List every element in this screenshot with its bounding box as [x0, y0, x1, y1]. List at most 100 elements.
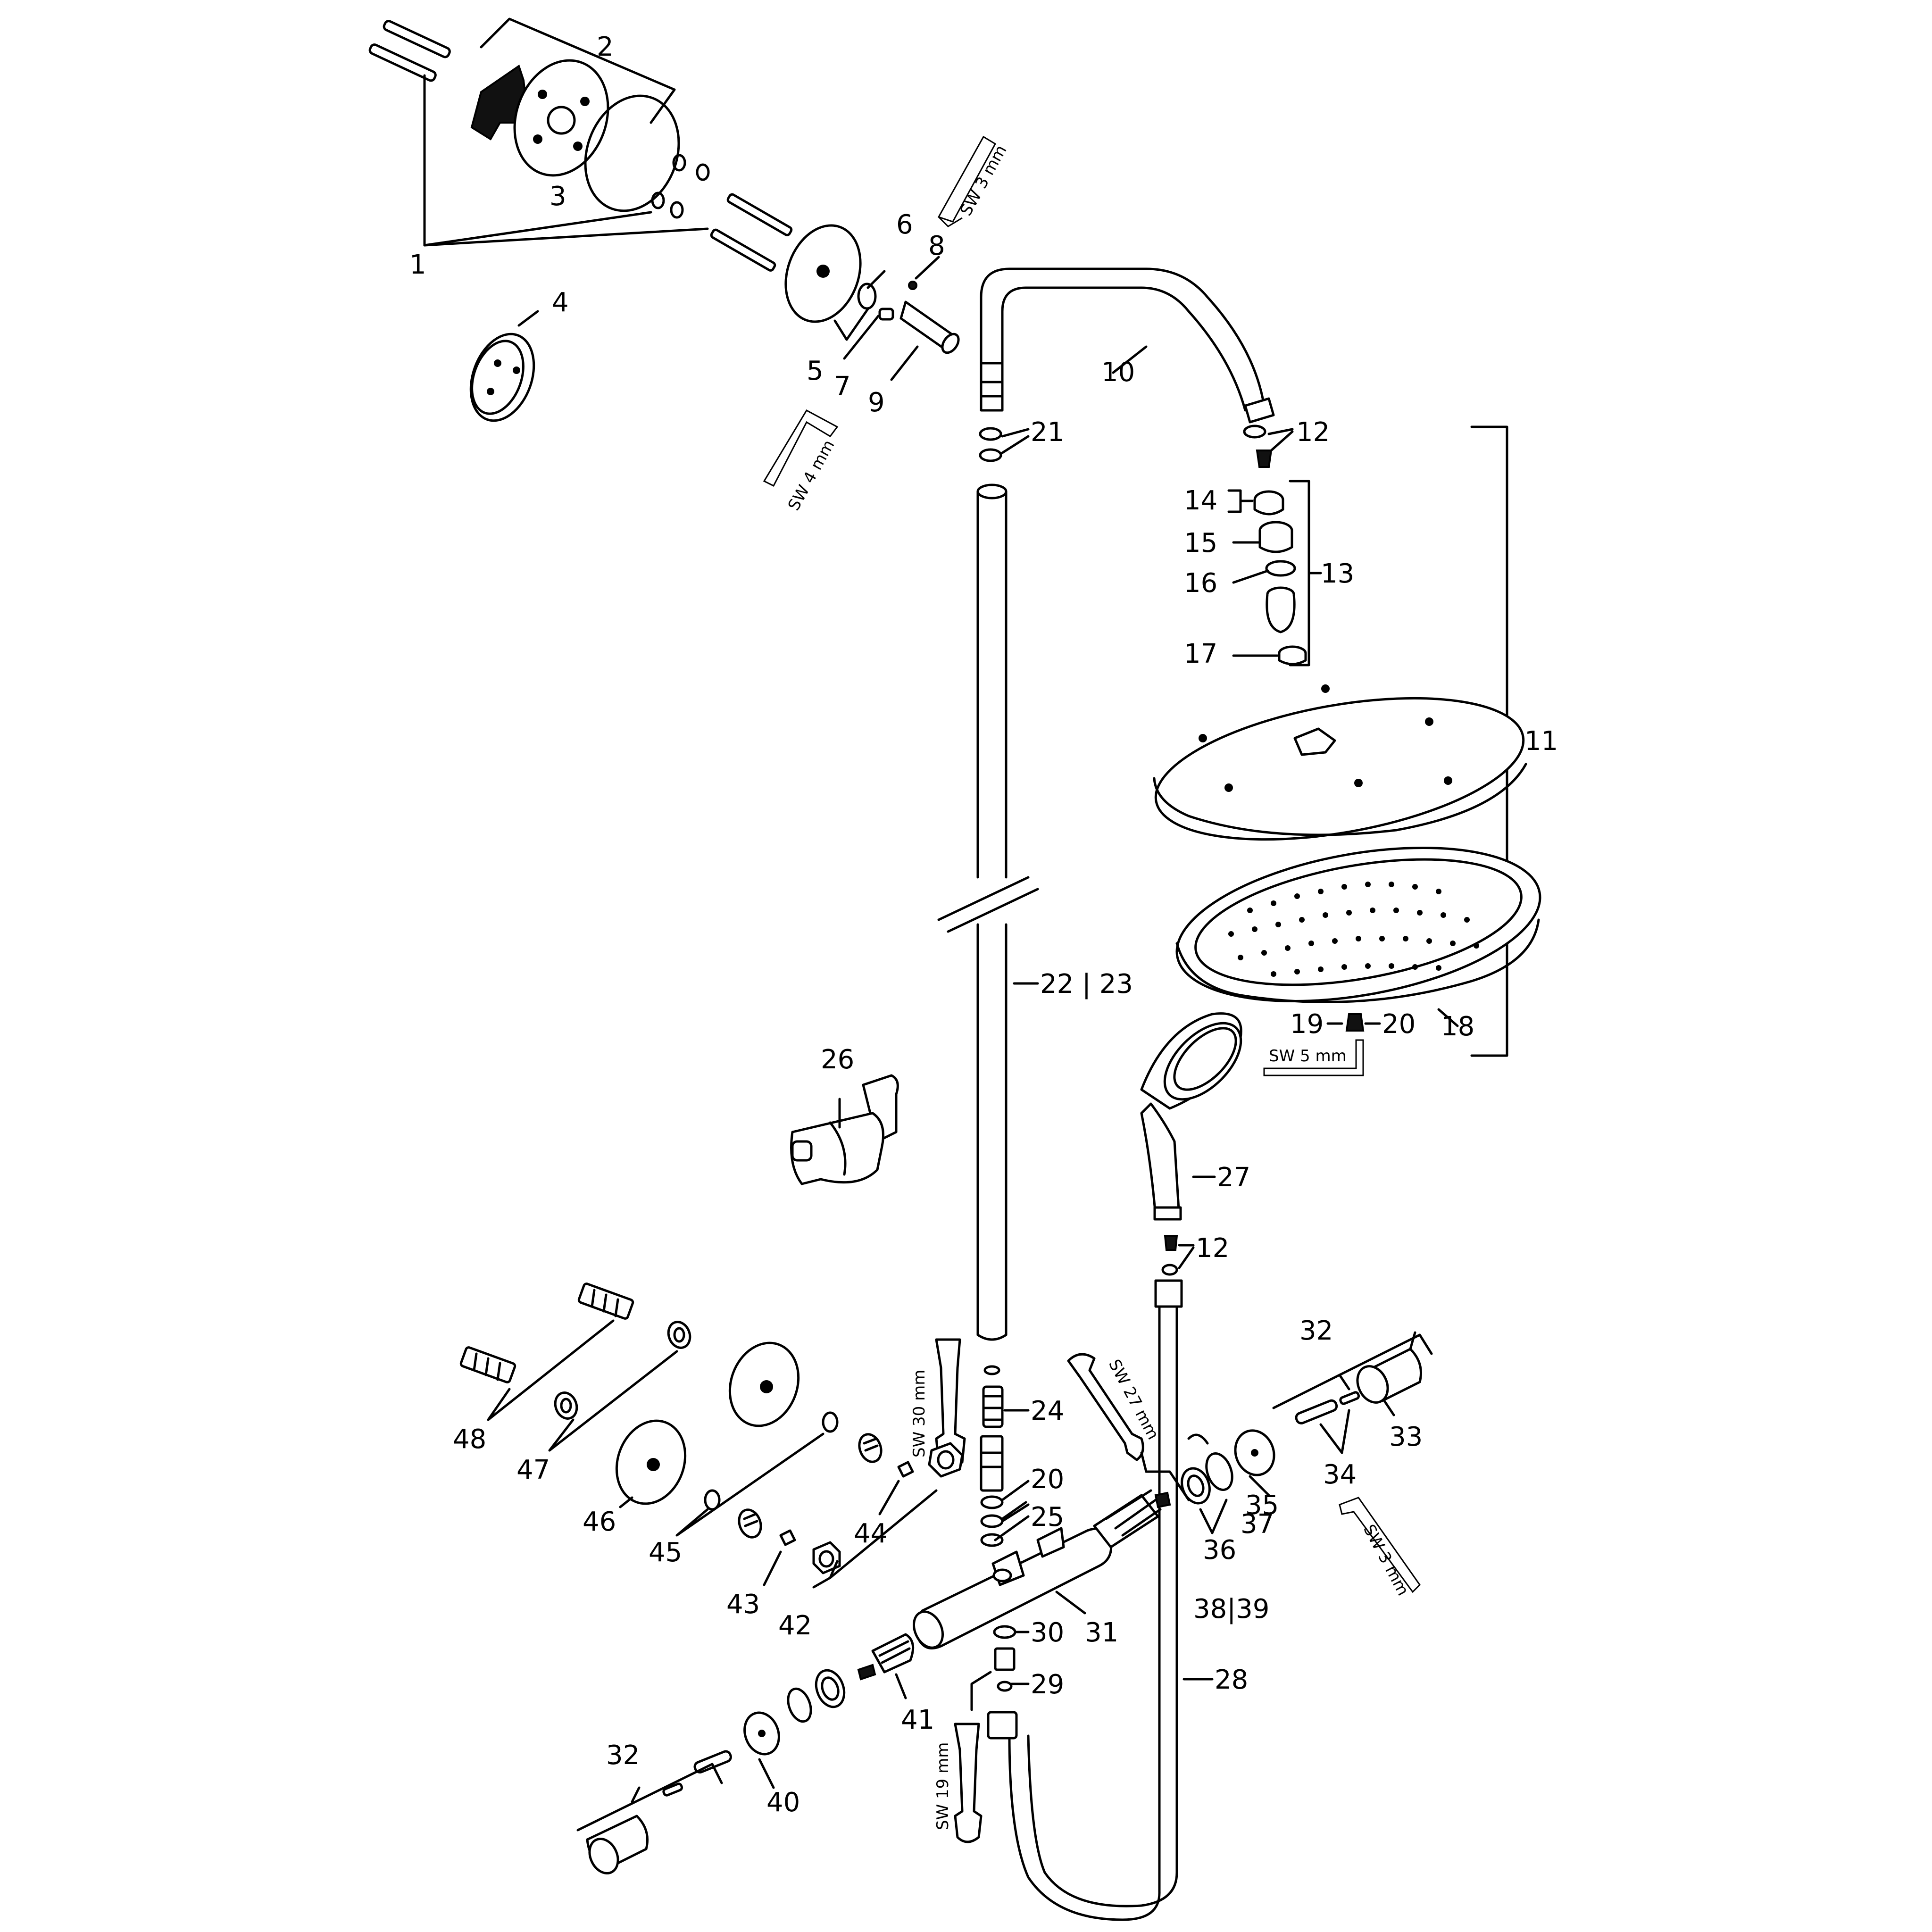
thermostat-body-icon	[913, 1527, 1113, 1649]
clip-icon	[1187, 1433, 1209, 1445]
screw-set-1-icon	[368, 20, 451, 82]
label-18: 18	[1441, 1011, 1474, 1042]
label-42: 42	[778, 1610, 812, 1641]
wrench-19mm-icon: SW 19 mm	[933, 1723, 983, 1843]
spring-34-icon	[1295, 1391, 1360, 1424]
wrench-27mm-icon: SW 27 mm	[1067, 1353, 1163, 1461]
cover-disc-icon	[469, 333, 535, 422]
label-19: 19	[1290, 1009, 1324, 1040]
washer-45a-icon	[822, 1411, 839, 1433]
plug-19-icon	[1345, 1013, 1365, 1032]
s-union-48b-icon	[459, 1346, 516, 1383]
pin-icon	[878, 308, 894, 321]
wrench-30mm-label: SW 30 mm	[910, 1370, 929, 1457]
ball-joint-nut-icon	[1253, 490, 1284, 516]
label-32b: 32	[606, 1740, 640, 1771]
eccentric-47b-icon	[554, 1391, 578, 1420]
label-6: 6	[896, 209, 913, 240]
label-38-39: 38|39	[1193, 1594, 1269, 1624]
cover-46a-icon	[728, 1341, 800, 1427]
label-32a: 32	[1299, 1316, 1333, 1346]
label-13: 13	[1321, 558, 1354, 589]
label-29: 29	[1031, 1669, 1064, 1700]
label-40: 40	[766, 1787, 800, 1818]
label-28: 28	[1215, 1665, 1248, 1695]
rosette-icon	[784, 224, 862, 323]
flow-limiter-lower-icon	[1164, 1235, 1178, 1251]
label-35: 35	[1245, 1490, 1279, 1521]
connector-29-icon	[994, 1647, 1016, 1692]
label-7: 7	[834, 371, 851, 402]
label-15: 15	[1184, 528, 1217, 558]
long-screw-icon	[726, 193, 793, 236]
valve-43-icon	[738, 1508, 796, 1546]
label-20b: 20	[1031, 1464, 1064, 1495]
cartridge-41-icon	[857, 1633, 915, 1681]
label-1: 1	[409, 250, 426, 280]
label-33: 33	[1389, 1422, 1423, 1452]
grub-screw-icon	[908, 281, 917, 290]
ball-sleeve-icon	[1258, 521, 1293, 553]
nut-36-icon	[1181, 1467, 1211, 1505]
label-4: 4	[552, 287, 569, 318]
label-24: 24	[1031, 1396, 1064, 1426]
label-14: 14	[1184, 485, 1217, 516]
handle-cap-lower-icon	[586, 1815, 649, 1874]
label-34: 34	[1323, 1459, 1357, 1490]
flow-limiter-icon	[1256, 450, 1273, 468]
s-union-48a-icon	[577, 1282, 634, 1320]
flow-control-40-icon	[743, 1711, 780, 1756]
label-21: 21	[1031, 417, 1064, 448]
label-2: 2	[597, 32, 614, 62]
wall-bracket-group: SW 3 mm SW 4 mm	[368, 17, 1011, 514]
label-3: 3	[550, 181, 566, 212]
arm-connector-icon	[899, 300, 960, 354]
label-26: 26	[821, 1044, 854, 1075]
rain-head-body-icon	[1153, 684, 1527, 841]
union-nut-42b-icon	[812, 1541, 841, 1574]
o-ring-30-icon	[993, 1625, 1016, 1639]
label-10: 10	[1101, 357, 1135, 388]
o-ring-37-icon	[1205, 1452, 1233, 1491]
label-17: 17	[1184, 639, 1217, 669]
label-11: 11	[1524, 726, 1558, 757]
label-31: 31	[1085, 1617, 1118, 1648]
cartridge-38-icon	[1093, 1489, 1171, 1549]
shower-arm-icon	[980, 267, 1275, 424]
label-16: 16	[1184, 568, 1217, 599]
hex-key-5mm-label: SW 5 mm	[1269, 1047, 1347, 1066]
shower-hose-icon	[987, 1279, 1183, 1921]
mounting-base-icon	[513, 59, 609, 177]
label-20a: 20	[1382, 1009, 1416, 1040]
temperature-stop-35-icon	[1234, 1429, 1275, 1476]
o-ring-16-icon	[1265, 560, 1296, 577]
label-12b: 12	[1196, 1233, 1229, 1264]
o-ring-25b-icon	[980, 1533, 1004, 1547]
nut-lower-icon	[815, 1669, 846, 1708]
label-25: 25	[1031, 1502, 1064, 1532]
hex-key-3mm-right-label: SW 3 mm	[1359, 1521, 1413, 1599]
hex-key-5mm-icon: SW 5 mm	[1263, 1039, 1364, 1076]
label-36: 36	[1203, 1535, 1236, 1566]
clip-24-icon	[983, 1365, 1000, 1375]
o-ring-20-icon	[980, 1495, 1004, 1509]
wrench-19mm-label: SW 19 mm	[933, 1742, 952, 1830]
lock-ring-icon	[1278, 645, 1307, 666]
label-43: 43	[726, 1589, 760, 1620]
o-ring-21a-icon	[979, 427, 1002, 441]
washer-set-icon	[651, 154, 710, 219]
hand-shower-icon	[1140, 1012, 1242, 1221]
label-30: 30	[1031, 1617, 1064, 1648]
wrench-27mm-label: SW 27 mm	[1105, 1356, 1163, 1442]
valve-44-icon	[858, 1433, 914, 1478]
label-46: 46	[583, 1507, 616, 1537]
hex-key-3mm-icon: SW 3 mm	[937, 135, 1011, 227]
spring-lower-icon	[662, 1750, 732, 1797]
washer-12-icon	[1243, 425, 1266, 439]
rain-shower-group: SW 5 mm	[1153, 425, 1541, 1076]
hex-key-4mm-icon: SW 4 mm	[763, 409, 839, 514]
o-ring-icon	[584, 94, 680, 212]
label-41: 41	[901, 1705, 934, 1735]
washer-lower-icon	[1161, 1264, 1178, 1276]
label-5: 5	[807, 356, 824, 386]
